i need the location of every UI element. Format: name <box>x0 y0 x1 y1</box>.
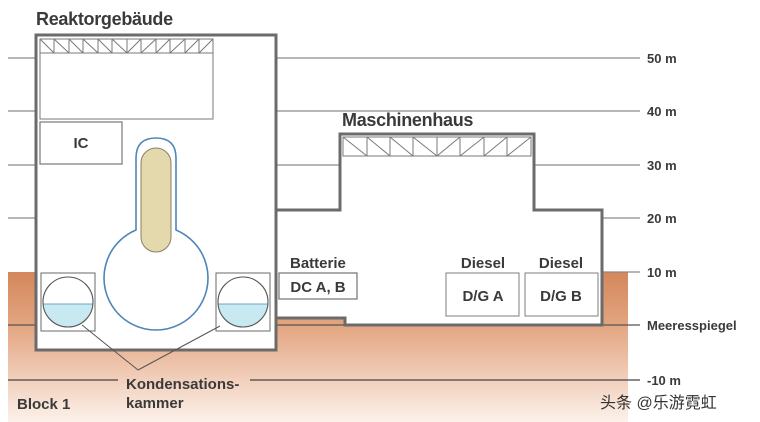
condensation-label-line2: kammer <box>126 395 184 412</box>
ic-box <box>39 121 123 165</box>
diesel-a-title: Diesel <box>461 255 505 272</box>
block-label: Block 1 <box>17 396 70 413</box>
ic-label: IC <box>74 135 89 152</box>
condensation-chamber-left <box>40 272 96 332</box>
battery-title: Batterie <box>290 255 346 272</box>
level-label-50: 50 m <box>647 51 677 66</box>
battery-box <box>278 272 358 300</box>
level-label-minus10: -10 m <box>647 373 681 388</box>
diesel-a-box-label: D/G A <box>462 288 503 305</box>
diesel-b-title: Diesel <box>539 255 583 272</box>
level-label-20: 20 m <box>647 211 677 226</box>
diesel-a-box <box>445 272 520 317</box>
watermark: 头条 @乐游霓虹 <box>600 394 717 412</box>
condensation-pointer-lines <box>81 324 221 371</box>
level-label-sea: Meeresspiegel <box>647 318 737 333</box>
condensation-label-line1: Kondensations- <box>126 376 239 393</box>
condensation-chamber-right <box>215 272 271 332</box>
level-label-30: 30 m <box>647 158 677 173</box>
level-label-10: 10 m <box>647 265 677 280</box>
reactor-building-label: Reaktorgebäude <box>36 9 173 29</box>
reactor-roof-truss <box>39 38 214 120</box>
diesel-b-box <box>524 272 599 317</box>
turbine-hall-roof-truss <box>342 136 532 157</box>
turbine-hall-label: Maschinenhaus <box>342 110 473 130</box>
diesel-b-box-label: D/G B <box>540 288 582 305</box>
battery-box-label: DC A, B <box>290 279 345 296</box>
level-label-40: 40 m <box>647 104 677 119</box>
reactor-pressure-vessel <box>140 147 172 253</box>
